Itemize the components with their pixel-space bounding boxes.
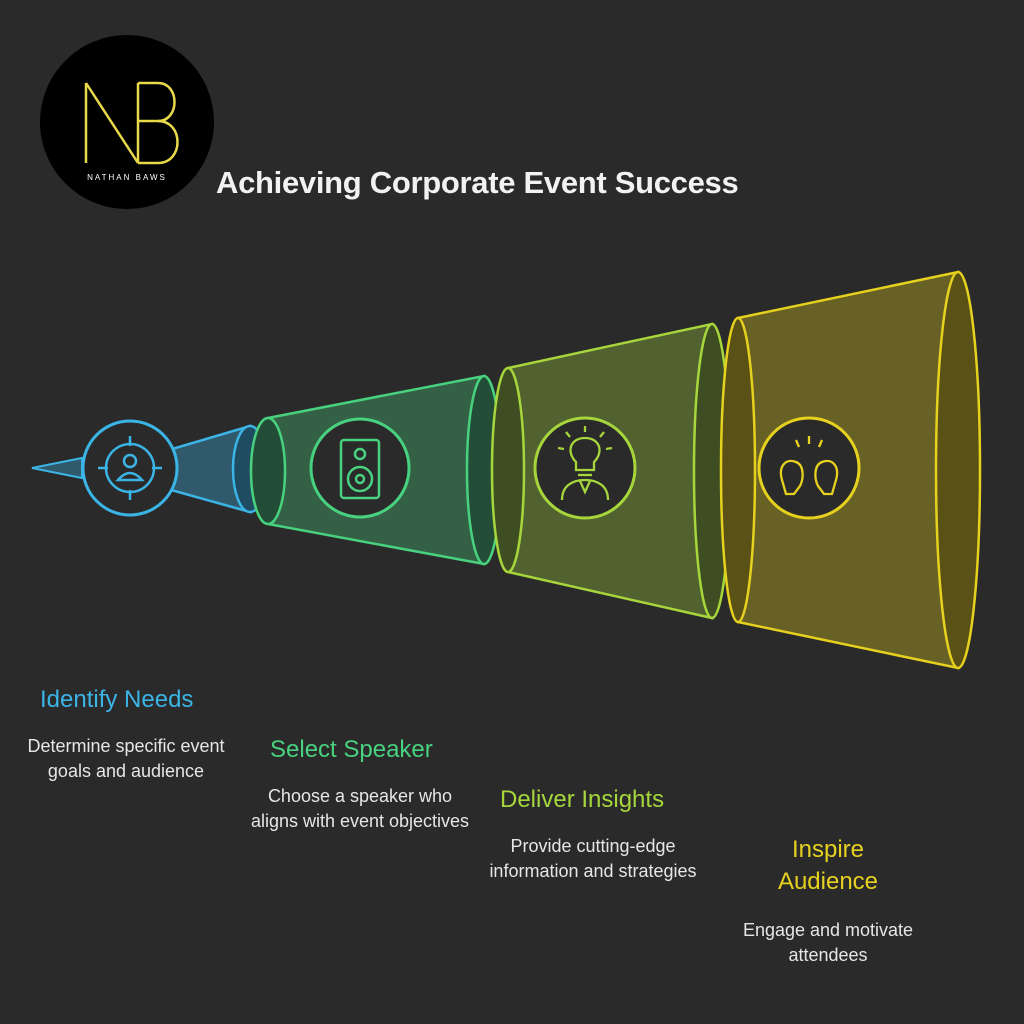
funnel-tip [31, 456, 83, 480]
funnel-segment-select-speaker [249, 374, 503, 566]
logo: NATHAN BAWS [40, 35, 214, 209]
speaker-icon [339, 438, 381, 500]
nb-monogram-icon [84, 81, 179, 165]
funnel-segment-inspire-audience [719, 270, 982, 670]
step-title-select-speaker: Select Speaker [270, 736, 433, 763]
step-desc-identify-needs: Determine specific event goals and audie… [27, 736, 225, 781]
page-title: Achieving Corporate Event Success [216, 165, 739, 200]
step-desc-deliver-insights: Provide cutting-edge information and str… [489, 836, 697, 881]
funnel-segment-deliver-insights [490, 322, 732, 620]
target-person-icon [98, 436, 162, 500]
step-title-deliver-insights: Deliver Insights [500, 786, 665, 813]
funnel-segment-identify-needs [81, 419, 269, 517]
step-title-identify-needs: Identify Needs [40, 686, 194, 713]
boxing-gloves-icon [779, 436, 839, 496]
step-desc-inspire-audience: Engage and motivate attendees [742, 920, 914, 965]
step-desc-select-speaker: Choose a speaker who aligns with event o… [250, 786, 470, 831]
logo-name: NATHAN BAWS [87, 173, 167, 182]
step-title-inspire-audience: Inspire Audience [777, 836, 879, 895]
lightbulb-presenter-icon [557, 426, 613, 501]
